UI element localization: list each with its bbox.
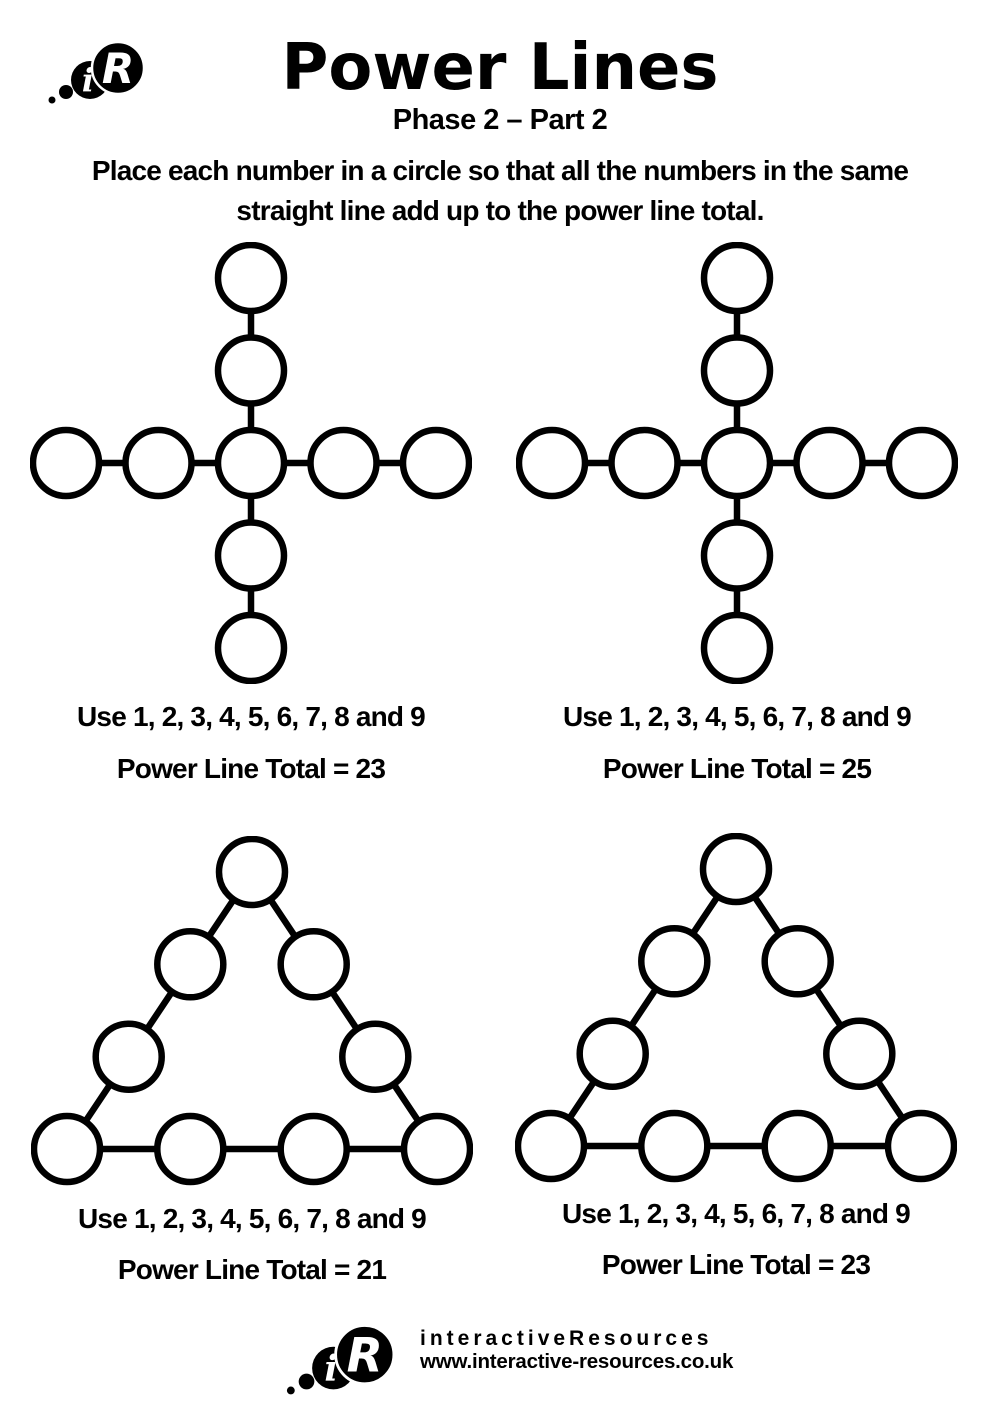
instructions-line-1: Place each number in a circle so that al… bbox=[91, 155, 909, 186]
answer-circle bbox=[154, 1112, 227, 1186]
answer-circle bbox=[214, 334, 288, 407]
puzzle-triangle-2 bbox=[515, 833, 957, 1183]
answer-circle bbox=[214, 611, 288, 684]
footer-logo-icon: i R bbox=[286, 1324, 395, 1395]
answer-circle bbox=[699, 833, 773, 906]
answer-circle bbox=[277, 1112, 350, 1186]
page-subtitle: Phase 2 – Part 2 bbox=[392, 104, 608, 136]
answer-circle bbox=[214, 242, 288, 315]
answer-circle bbox=[700, 519, 774, 592]
triangle-left-line bbox=[64, 870, 255, 1151]
page-title: Power Lines bbox=[281, 31, 719, 105]
instructions-line-2: straight line add up to the power line t… bbox=[236, 195, 764, 226]
answer-circle bbox=[154, 928, 227, 1001]
answer-circle bbox=[576, 1017, 649, 1090]
logo-circle-r bbox=[334, 1324, 395, 1386]
answer-circle bbox=[122, 426, 195, 500]
interactive-resources-logo-icon: i R bbox=[48, 40, 145, 104]
answer-circle bbox=[885, 426, 958, 500]
answer-circle bbox=[700, 611, 774, 684]
use-numbers-label-3: Use 1, 2, 3, 4, 5, 6, 7, 8 and 9 bbox=[78, 1203, 427, 1234]
answer-circle bbox=[400, 1112, 473, 1186]
triangle-right-line bbox=[733, 867, 924, 1148]
answer-circle bbox=[700, 242, 774, 315]
answer-circle bbox=[30, 426, 103, 500]
logo-circle-r bbox=[90, 40, 145, 96]
logo-letter-r: R bbox=[102, 44, 134, 93]
answer-circle bbox=[700, 426, 774, 500]
puzzle-triangle-1 bbox=[31, 836, 473, 1186]
answer-circle bbox=[515, 1109, 588, 1183]
answer-circle bbox=[399, 426, 472, 500]
answer-circle bbox=[516, 426, 589, 500]
instructions: Place each number in a circle so that al… bbox=[0, 151, 1000, 231]
footer-brand-name: interactiveResources bbox=[420, 1327, 713, 1350]
puzzle-cross-1 bbox=[30, 242, 472, 684]
power-line-total-4: Power Line Total = 23 bbox=[601, 1249, 871, 1280]
footer-text: interactiveResources www.interactive-res… bbox=[420, 1327, 733, 1373]
answer-circle bbox=[215, 836, 289, 909]
logo-dot-small-icon bbox=[48, 96, 56, 104]
use-numbers-label-1: Use 1, 2, 3, 4, 5, 6, 7, 8 and 9 bbox=[77, 701, 426, 732]
answer-circle bbox=[761, 925, 834, 998]
logo-dot-medium-icon bbox=[298, 1373, 315, 1390]
answer-circle bbox=[761, 1109, 834, 1183]
answer-circle bbox=[214, 519, 288, 592]
puzzle-cross-2 bbox=[516, 242, 958, 684]
triangle-right-line bbox=[249, 870, 440, 1151]
answer-circle bbox=[277, 928, 350, 1001]
answer-circle bbox=[608, 426, 681, 500]
answer-circle bbox=[31, 1112, 104, 1186]
answer-circle bbox=[700, 334, 774, 407]
answer-circle bbox=[307, 426, 380, 500]
footer-website-url: www.interactive-resources.co.uk bbox=[420, 1350, 734, 1373]
answer-circle bbox=[92, 1020, 165, 1093]
logo-letter-i: i bbox=[324, 1347, 338, 1389]
use-numbers-label-2: Use 1, 2, 3, 4, 5, 6, 7, 8 and 9 bbox=[563, 701, 912, 732]
power-line-total-1: Power Line Total = 23 bbox=[116, 753, 386, 784]
power-line-total-2: Power Line Total = 25 bbox=[602, 753, 872, 784]
logo-dot-medium-icon bbox=[59, 85, 73, 99]
answer-circle bbox=[793, 426, 866, 500]
answer-circle bbox=[214, 426, 288, 500]
answer-circle bbox=[884, 1109, 957, 1183]
answer-circle bbox=[339, 1020, 412, 1093]
answer-circle bbox=[823, 1017, 896, 1090]
answer-circle bbox=[638, 1109, 711, 1183]
answer-circle bbox=[638, 925, 711, 998]
use-numbers-label-4: Use 1, 2, 3, 4, 5, 6, 7, 8 and 9 bbox=[562, 1198, 911, 1229]
logo-dot-small-icon bbox=[286, 1386, 295, 1395]
logo-letter-r: R bbox=[347, 1328, 383, 1383]
logo-letter-i: i bbox=[82, 61, 94, 99]
power-line-total-3: Power Line Total = 21 bbox=[117, 1254, 387, 1285]
triangle-left-line bbox=[548, 867, 739, 1148]
